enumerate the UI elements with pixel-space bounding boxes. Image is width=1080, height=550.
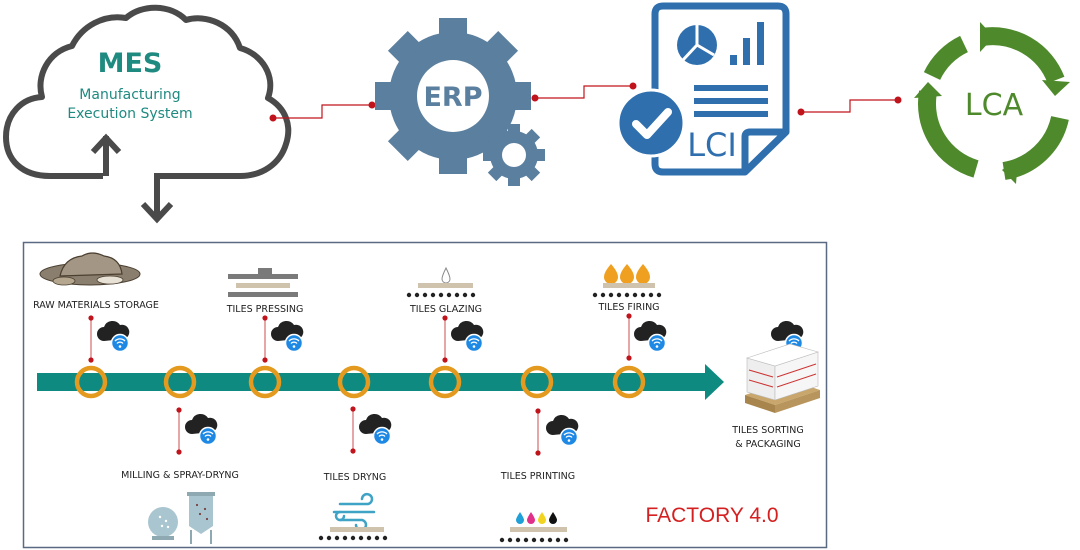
stage-label-pressing: TILES PRESSING bbox=[226, 304, 304, 315]
lci-document-icon: LCI bbox=[616, 2, 790, 176]
mes-title: MES bbox=[98, 48, 163, 79]
lci-title: LCI bbox=[687, 126, 737, 164]
raw-materials-rocks-icon bbox=[39, 252, 141, 286]
lca-cycle-icon bbox=[914, 22, 1070, 184]
stage-label-raw-materials: RAW MATERIALS STORAGE bbox=[33, 300, 159, 311]
stage-connectors bbox=[88, 313, 632, 456]
connector-erp-lci bbox=[531, 82, 637, 102]
glazing-icon bbox=[406, 266, 476, 298]
factory-title: FACTORY 4.0 bbox=[645, 504, 778, 527]
connector-lci-lca bbox=[797, 96, 902, 116]
station-ring bbox=[428, 365, 462, 399]
milling-spray-dryer-icon bbox=[148, 492, 215, 544]
station-ring bbox=[520, 365, 554, 399]
end-stage-label-line2: & PACKAGING bbox=[735, 439, 801, 450]
connector-mes-erp bbox=[269, 101, 376, 122]
text-lines-icon bbox=[694, 85, 768, 117]
station-ring bbox=[337, 365, 371, 399]
cloud-outline-icon bbox=[3, 4, 292, 179]
erp-gear-icon: ERP bbox=[375, 18, 531, 174]
pie-chart-icon bbox=[677, 25, 717, 65]
conveyor-rings bbox=[74, 365, 646, 399]
station-ring bbox=[163, 365, 197, 399]
printing-ink-drops-icon bbox=[499, 512, 569, 543]
drying-wind-icon bbox=[318, 492, 388, 541]
stage-label-milling: MILLING & SPRAY-DRYNG bbox=[121, 470, 239, 481]
end-stage-label-line1: TILES SORTING bbox=[731, 425, 803, 436]
stage-label-glazing: TILES GLAZING bbox=[409, 304, 482, 315]
mes-subtitle-line1: Manufacturing bbox=[79, 87, 180, 103]
stage-label-drying: TILES DRYNG bbox=[323, 472, 387, 483]
tiles-pallet-icon bbox=[745, 343, 820, 413]
firing-flames-icon bbox=[592, 264, 662, 298]
station-ring bbox=[248, 365, 282, 399]
station-ring bbox=[612, 365, 646, 399]
conveyor-arrow bbox=[37, 364, 724, 400]
mes-subtitle-line2: Execution System bbox=[67, 106, 192, 122]
erp-title: ERP bbox=[423, 82, 482, 113]
checkmark-badge-icon bbox=[616, 88, 686, 158]
bar-chart-icon bbox=[730, 22, 764, 65]
lca-title: LCA bbox=[965, 88, 1024, 123]
station-ring bbox=[74, 365, 108, 399]
pressing-icon bbox=[228, 268, 298, 297]
mes-cloud: MES Manufacturing Execution System bbox=[3, 4, 292, 224]
stage-label-firing: TILES FIRING bbox=[597, 302, 659, 313]
small-gear-icon bbox=[483, 124, 545, 186]
stage-label-printing: TILES PRINTING bbox=[500, 471, 575, 482]
upload-arrow-icon bbox=[90, 133, 122, 176]
download-arrow-icon bbox=[140, 173, 174, 224]
